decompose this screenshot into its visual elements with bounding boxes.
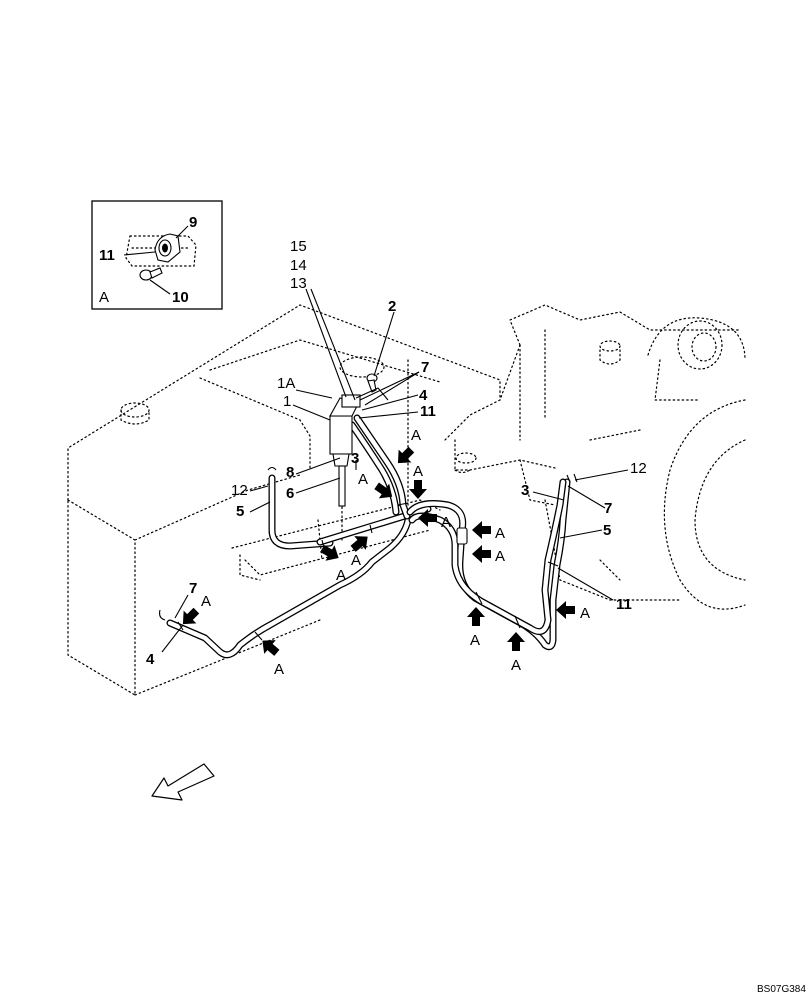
callout-14: 14 [290,257,307,274]
callout-12-right: 12 [630,460,647,477]
detail-a-label: A [413,463,423,480]
detail-a-arrow-icon [556,601,575,619]
callout-3-right: 3 [521,482,529,499]
callout-1A: 1A [277,375,295,392]
callout-7-top: 7 [421,359,429,376]
front-direction-arrow-icon [151,763,215,801]
tank-outline [67,304,501,697]
callout-5-left: 5 [236,503,244,520]
callout-13: 13 [290,275,307,292]
engine-outline [444,304,746,610]
detail-a-label: A [580,605,590,622]
callout-6: 6 [286,485,294,502]
detail-a-label: A [336,567,346,584]
callout-7-right: 7 [604,500,612,517]
callout-4-left: 4 [146,651,155,668]
detail-a-arrow-icon [507,632,525,651]
detail-a-label: A [358,471,368,488]
detail-a-arrow-icon [472,521,491,539]
callout-4-top: 4 [419,387,428,404]
detail-a-markers: A A A A A A A A A A A A A [176,427,590,678]
detail-a-label: A [274,661,284,678]
inset-callout-bolt: 10 [172,289,189,306]
callout-1: 1 [283,393,291,410]
callout-15: 15 [290,238,307,255]
detail-a-label: A [351,552,361,569]
inset-view-letter: A [99,289,109,306]
detail-a-label: A [441,514,451,531]
callout-11-right: 11 [616,596,632,613]
callout-8: 8 [286,464,294,481]
inset-callout-clip: 9 [189,214,197,231]
inset-callout-hose: 11 [99,247,115,264]
reference-code: BS07G384 [757,984,806,995]
callout-11-top: 11 [420,403,436,420]
detail-a-label: A [201,593,211,610]
callout-2: 2 [388,298,396,315]
bolt-part [139,267,163,281]
leader-lines [161,288,629,653]
detail-a-label: A [511,657,521,674]
detail-a-arrow-icon [409,480,427,499]
callout-7-left: 7 [189,580,197,597]
fuel-hoses [159,414,578,659]
detail-a-label: A [470,632,480,649]
callout-5-right: 5 [603,522,611,539]
detail-a-arrow-icon [472,545,491,563]
callouts: 15 14 13 2 7 4 11 1A 1 8 6 3 12 5 12 3 7… [146,238,647,668]
detail-a-inset: 9 11 10 A [91,200,223,310]
detail-a-label: A [495,548,505,565]
detail-a-label: A [495,525,505,542]
callout-12-left: 12 [231,482,248,499]
detail-a-label: A [411,427,421,444]
detail-a-arrow-icon [467,607,485,626]
callout-3-center: 3 [351,450,359,467]
